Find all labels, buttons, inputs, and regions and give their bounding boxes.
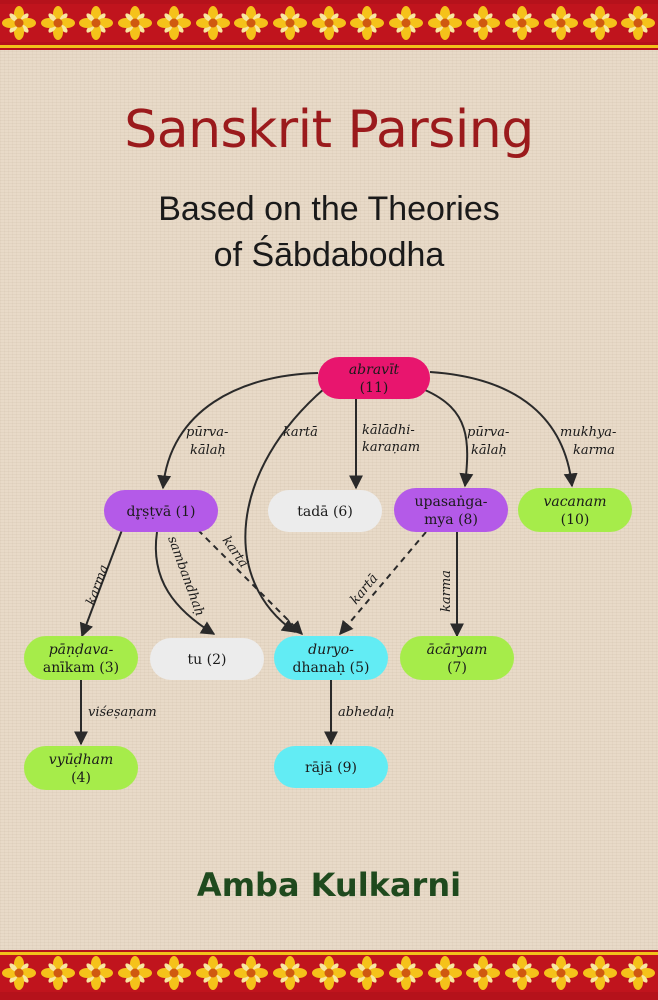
svg-text:dhanaḥ (5): dhanaḥ (5) xyxy=(293,660,370,676)
edge-line xyxy=(154,531,216,635)
flower-motif-icon xyxy=(2,6,36,40)
flower-motif-icon xyxy=(582,6,617,40)
edge-label-kaladhikaranam: kālādhi-karaṇam xyxy=(362,423,420,455)
flower-motif-icon xyxy=(234,956,269,990)
node-raja: rājā (9) xyxy=(274,746,388,788)
flower-motif-icon xyxy=(234,6,269,40)
svg-text:tadā (6): tadā (6) xyxy=(297,504,353,520)
book-subtitle-line-2: of Śābdabodha xyxy=(213,236,445,274)
node-vacanam: vacanam (10) xyxy=(518,488,632,532)
flower-motif-icon xyxy=(505,6,540,40)
edge-line xyxy=(244,387,326,633)
svg-text:mya (8): mya (8) xyxy=(424,512,478,528)
flower-motif-icon xyxy=(118,956,153,990)
svg-text:(7): (7) xyxy=(447,660,467,676)
flower-motif-icon xyxy=(118,6,153,40)
edge-line xyxy=(197,529,303,635)
flower-motif-icon xyxy=(195,956,230,990)
node-acaryam: ācāryam (7) xyxy=(400,636,514,680)
edge-line xyxy=(429,371,578,488)
svg-text:anīkam (3): anīkam (3) xyxy=(43,660,119,676)
node-vyudham: vyūḍham (4) xyxy=(24,746,138,790)
edge-label-abhedah: abhedaḥ xyxy=(338,705,395,720)
border-stripe xyxy=(0,45,658,48)
edge-line xyxy=(339,531,427,636)
svg-text:(10): (10) xyxy=(561,512,590,528)
bottom-decorative-border xyxy=(0,950,658,1000)
flower-motif-icon xyxy=(543,956,578,990)
edge-label-karma-1: karma xyxy=(84,563,112,608)
flower-motif-icon xyxy=(156,6,191,40)
flower-motif-icon xyxy=(311,956,346,990)
flower-motif-icon xyxy=(582,956,617,990)
svg-text:upasaṅga-: upasaṅga- xyxy=(415,494,488,510)
edge-lines xyxy=(74,371,578,746)
svg-text:vacanam: vacanam xyxy=(543,494,606,510)
flower-motif-icon xyxy=(79,956,114,990)
flower-motif-icon xyxy=(311,6,346,40)
edge-line xyxy=(424,389,474,488)
flower-motif-icon xyxy=(40,956,75,990)
flower-motif-icon xyxy=(621,6,656,40)
edge-label-karma-2: karma xyxy=(439,570,454,612)
flower-motif-icon xyxy=(272,6,307,40)
flower-motif-icon xyxy=(505,956,540,990)
node-abravit: abravīt (11) xyxy=(318,357,430,399)
flower-motif-icon xyxy=(2,956,36,990)
edge-label-karta-1: kartā xyxy=(283,425,318,440)
edge-line xyxy=(79,529,123,638)
flower-motif-icon xyxy=(195,6,230,40)
flower-motif-icon xyxy=(427,6,462,40)
node-duryodhanah: duryo- dhanaḥ (5) xyxy=(274,636,388,680)
svg-text:(11): (11) xyxy=(360,380,389,396)
svg-text:(4): (4) xyxy=(71,770,91,786)
edge-label-karta-3: kartā xyxy=(348,571,382,607)
node-pandavanikam: pāṇḍava- anīkam (3) xyxy=(24,636,138,680)
book-subtitle-line-1: Based on the Theories xyxy=(158,190,500,228)
svg-text:rājā (9): rājā (9) xyxy=(305,760,357,776)
border-stripe xyxy=(0,952,658,955)
edge-label-visesanam: viśeṣaṇam xyxy=(88,705,157,720)
diagram-nodes: abravīt (11) dr̥ṣṭvā (1) tadā (6) upasaṅ… xyxy=(24,357,632,790)
node-upasangamya: upasaṅga- mya (8) xyxy=(394,488,508,532)
svg-text:dr̥ṣṭvā (1): dr̥ṣṭvā (1) xyxy=(126,504,195,520)
svg-text:vyūḍham: vyūḍham xyxy=(49,752,113,768)
flower-motif-icon xyxy=(621,956,656,990)
edge-label-sambandhah: sambandhaḥ xyxy=(164,534,207,618)
flower-motif-icon xyxy=(466,6,501,40)
flower-motif-icon xyxy=(40,6,75,40)
svg-text:abravīt: abravīt xyxy=(349,362,400,378)
flower-motif-icon xyxy=(350,6,385,40)
svg-text:pāṇḍava-: pāṇḍava- xyxy=(49,642,114,658)
svg-text:ācāryam: ācāryam xyxy=(427,642,488,658)
flower-motif-icon xyxy=(389,956,423,990)
flower-motif-icon xyxy=(466,956,501,990)
edge-label-purvakalah-1: pūrva-kālaḥ xyxy=(186,425,228,458)
svg-text:duryo-: duryo- xyxy=(308,642,354,658)
book-title: Sanskrit Parsing xyxy=(124,100,534,160)
edge-line xyxy=(157,372,319,490)
svg-text:tu (2): tu (2) xyxy=(188,652,227,668)
node-tu: tu (2) xyxy=(150,638,264,680)
flower-motif-icon xyxy=(156,956,191,990)
flower-motif-icon xyxy=(350,956,385,990)
book-author: Amba Kulkarni xyxy=(196,866,462,904)
top-decorative-border xyxy=(0,0,658,50)
node-drstva: dr̥ṣṭvā (1) xyxy=(104,490,218,532)
flower-motif-icon xyxy=(427,956,462,990)
node-tada: tadā (6) xyxy=(268,490,382,532)
flower-motif-icon xyxy=(543,6,578,40)
flower-motif-icon xyxy=(79,6,114,40)
flower-motif-icon xyxy=(389,6,423,40)
edge-label-mukhyakarma: mukhya-karma xyxy=(560,425,616,458)
edge-label-purvakalah-2: pūrva-kālaḥ xyxy=(467,425,509,458)
flower-motif-icon xyxy=(272,956,307,990)
